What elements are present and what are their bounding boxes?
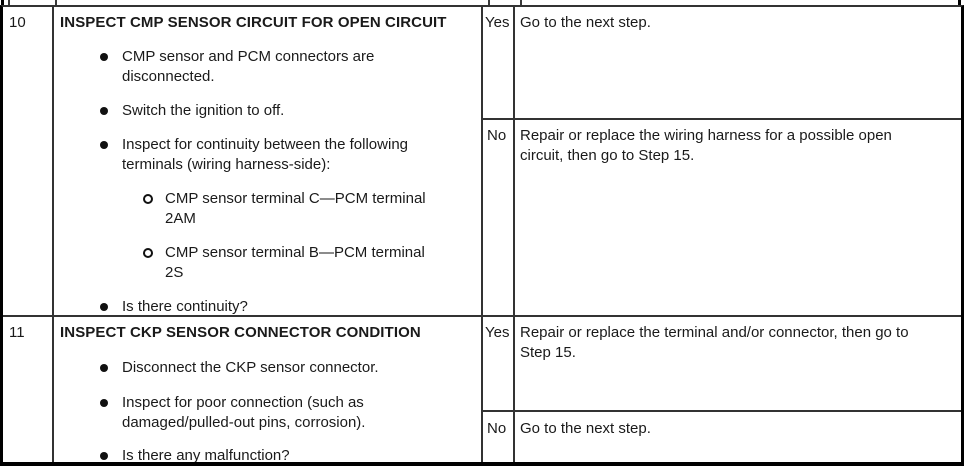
- previous-row-sliver: [0, 0, 964, 5]
- list-item: Inspect for poor connection (such as dam…: [60, 393, 481, 433]
- no-action: Repair or replace the wiring harness for…: [520, 127, 892, 164]
- bullet-text: CMP sensor and PCM connectors are discon…: [122, 48, 375, 85]
- list-item: Disconnect the CKP sensor connector.: [60, 358, 481, 378]
- table-right-border: [958, 0, 961, 5]
- list-item: Is there any malfunction?: [60, 446, 481, 462]
- sub-list-item: CMP sensor terminal B—PCM terminal 2S: [60, 243, 481, 283]
- no-subrow: No Repair or replace the wiring harness …: [483, 120, 961, 315]
- grid-line: [55, 0, 57, 5]
- bullet-icon: [100, 452, 108, 460]
- list-item: Is there continuity?: [60, 297, 481, 315]
- result-action-section: Yes Go to the next step. No Repair or re…: [483, 7, 961, 315]
- step-number: 10: [9, 14, 26, 31]
- sub-bullet-text: CMP sensor terminal B—PCM terminal 2S: [165, 244, 425, 281]
- step-number-cell: 10: [3, 7, 54, 315]
- yes-action: Repair or replace the terminal and/or co…: [520, 324, 909, 361]
- bullet-icon: [100, 107, 108, 115]
- sub-bullet-icon: [143, 248, 153, 258]
- no-label: No: [483, 120, 515, 315]
- sub-list-item: CMP sensor terminal C—PCM terminal 2AM: [60, 189, 481, 229]
- sub-bullet-icon: [143, 194, 153, 204]
- yes-action: Go to the next step.: [520, 14, 651, 31]
- no-action: Go to the next step.: [520, 420, 651, 437]
- grid-line: [488, 0, 490, 5]
- bullet-text: Disconnect the CKP sensor connector.: [122, 359, 379, 376]
- bullet-icon: [100, 53, 108, 61]
- grid-line: [520, 0, 522, 5]
- bullet-text: Switch the ignition to off.: [122, 102, 285, 119]
- troubleshooting-table: 10 INSPECT CMP SENSOR CIRCUIT FOR OPEN C…: [0, 5, 964, 466]
- sub-bullet-text: CMP sensor terminal C—PCM terminal 2AM: [165, 190, 426, 227]
- bullet-text: Inspect for poor connection (such as dam…: [122, 394, 366, 431]
- yes-label: Yes: [483, 7, 515, 118]
- table-row-step-11: 11 INSPECT CKP SENSOR CONNECTOR CONDITIO…: [3, 317, 961, 462]
- list-item: CMP sensor and PCM connectors are discon…: [60, 47, 481, 87]
- step-number-cell: 11: [3, 317, 54, 462]
- table-left-border: [1, 0, 4, 5]
- no-label: No: [483, 412, 515, 462]
- result-action-section: Yes Repair or replace the terminal and/o…: [483, 317, 961, 462]
- yes-subrow: Yes Go to the next step.: [483, 7, 961, 120]
- no-subrow: No Go to the next step.: [483, 412, 961, 462]
- bullet-icon: [100, 303, 108, 311]
- bullet-icon: [100, 141, 108, 149]
- list-item: Inspect for continuity between the follo…: [60, 135, 481, 175]
- table-row-step-10: 10 INSPECT CMP SENSOR CIRCUIT FOR OPEN C…: [3, 7, 961, 317]
- bullet-icon: [100, 364, 108, 372]
- step-title: INSPECT CMP SENSOR CIRCUIT FOR OPEN CIRC…: [60, 14, 447, 31]
- yes-subrow: Yes Repair or replace the terminal and/o…: [483, 317, 961, 412]
- inspection-cell: INSPECT CMP SENSOR CIRCUIT FOR OPEN CIRC…: [54, 7, 483, 315]
- bullet-text: Is there any malfunction?: [122, 447, 290, 462]
- step-title: INSPECT CKP SENSOR CONNECTOR CONDITION: [60, 324, 421, 341]
- bullet-icon: [100, 399, 108, 407]
- bullet-text: Inspect for continuity between the follo…: [122, 136, 409, 173]
- list-item: Switch the ignition to off.: [60, 101, 481, 121]
- step-number: 11: [9, 324, 25, 341]
- bullet-text: Is there continuity?: [122, 298, 248, 315]
- inspection-cell: INSPECT CKP SENSOR CONNECTOR CONDITION D…: [54, 317, 483, 462]
- yes-label: Yes: [483, 317, 515, 410]
- grid-line: [8, 0, 10, 5]
